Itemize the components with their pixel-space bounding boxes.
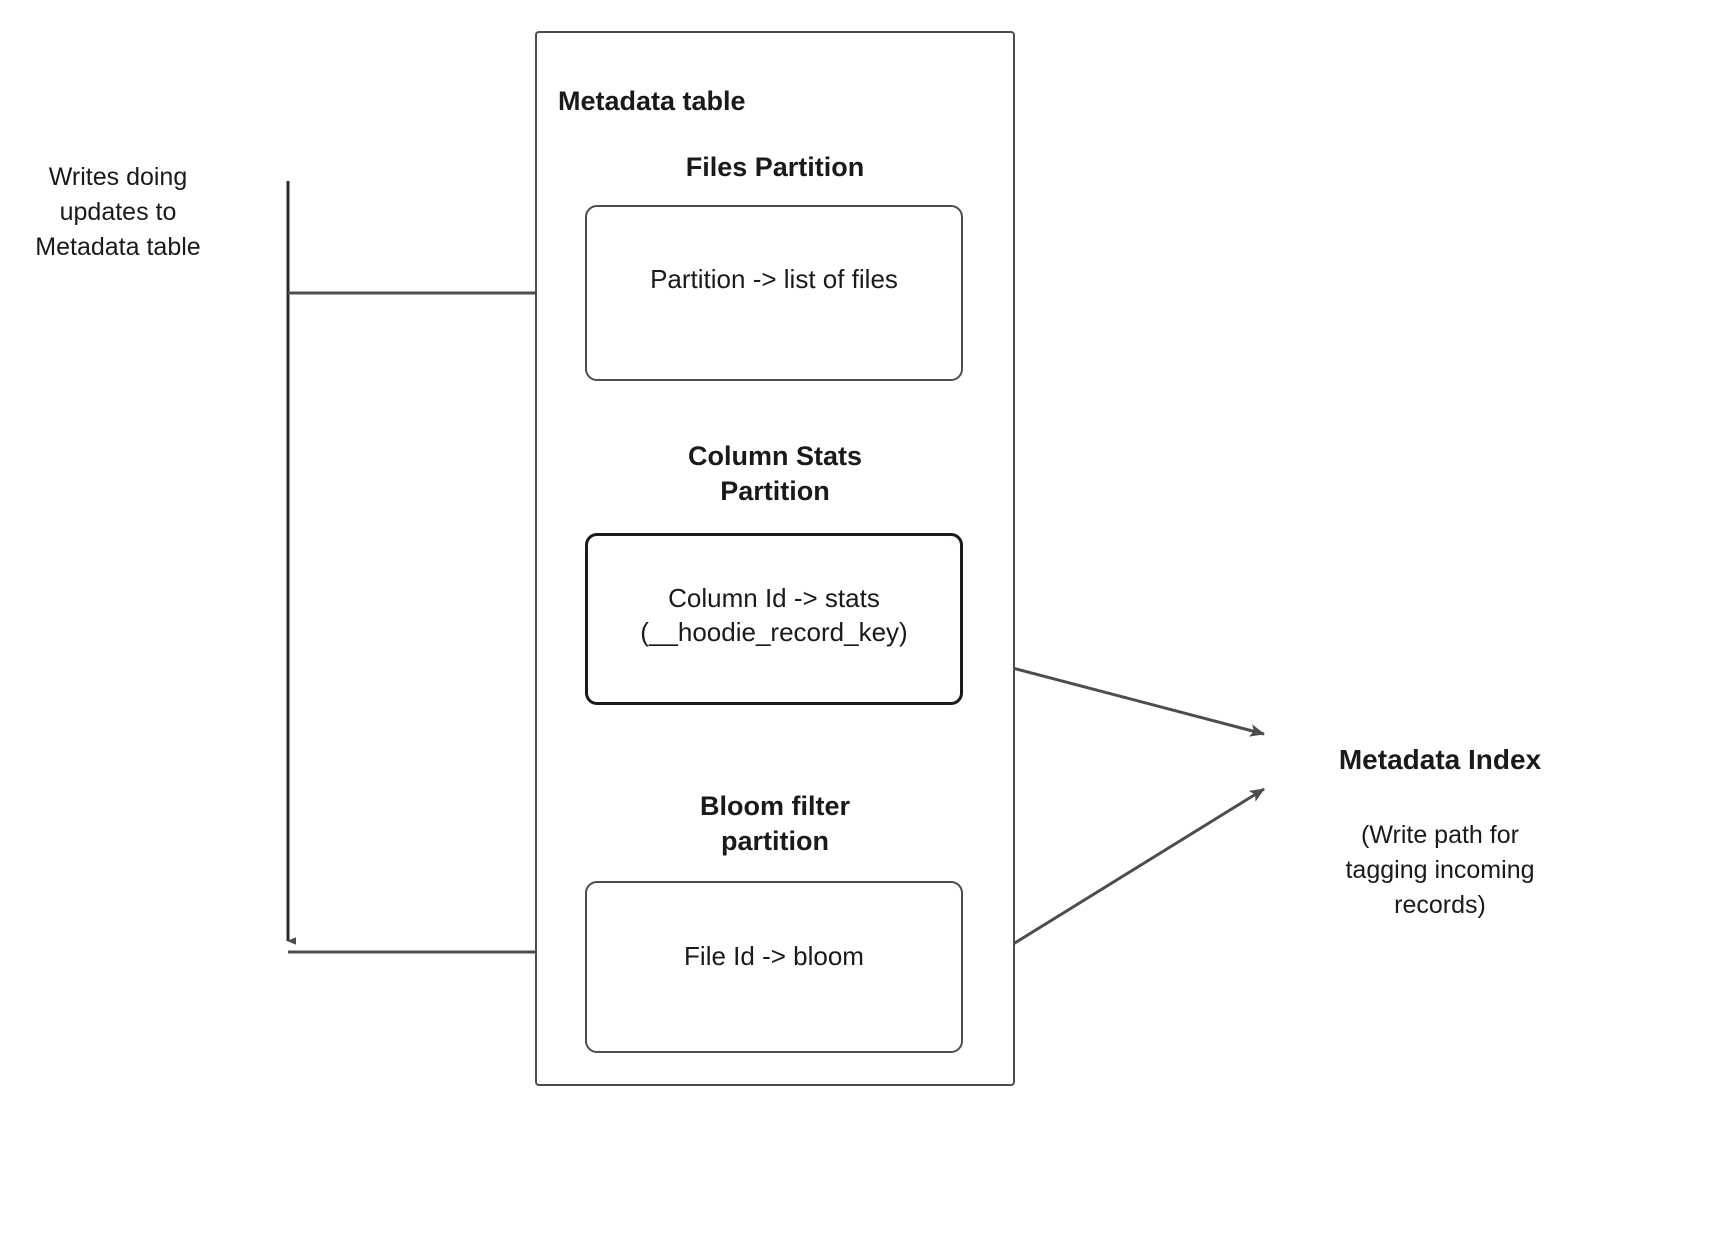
files-partition-box: Partition -> list of files	[585, 205, 963, 381]
bloom-filter-partition-box: File Id -> bloom	[585, 881, 963, 1053]
bloom-filter-partition-heading: Bloom filter partition	[699, 791, 850, 857]
metadata-index-title: Metadata Index	[1338, 744, 1542, 775]
column-stats-partition-heading: Column Stats Partition	[687, 441, 862, 507]
metadata-index-subtitle: (Write path for tagging incoming records…	[1345, 821, 1535, 919]
bloom-filter-partition-box-label: File Id -> bloom	[684, 941, 864, 971]
files-partition-box-label: Partition -> list of files	[650, 264, 898, 294]
files-partition-heading: Files Partition	[685, 152, 865, 182]
column-stats-partition-box-label: Column Id -> stats (__hoodie_record_key)	[640, 583, 908, 648]
writes-source-label: Writes doing updates to Metadata table	[35, 163, 201, 261]
column-stats-partition-box: Column Id -> stats (__hoodie_record_key)	[585, 533, 963, 705]
metadata-table-title: Metadata table	[558, 86, 746, 116]
